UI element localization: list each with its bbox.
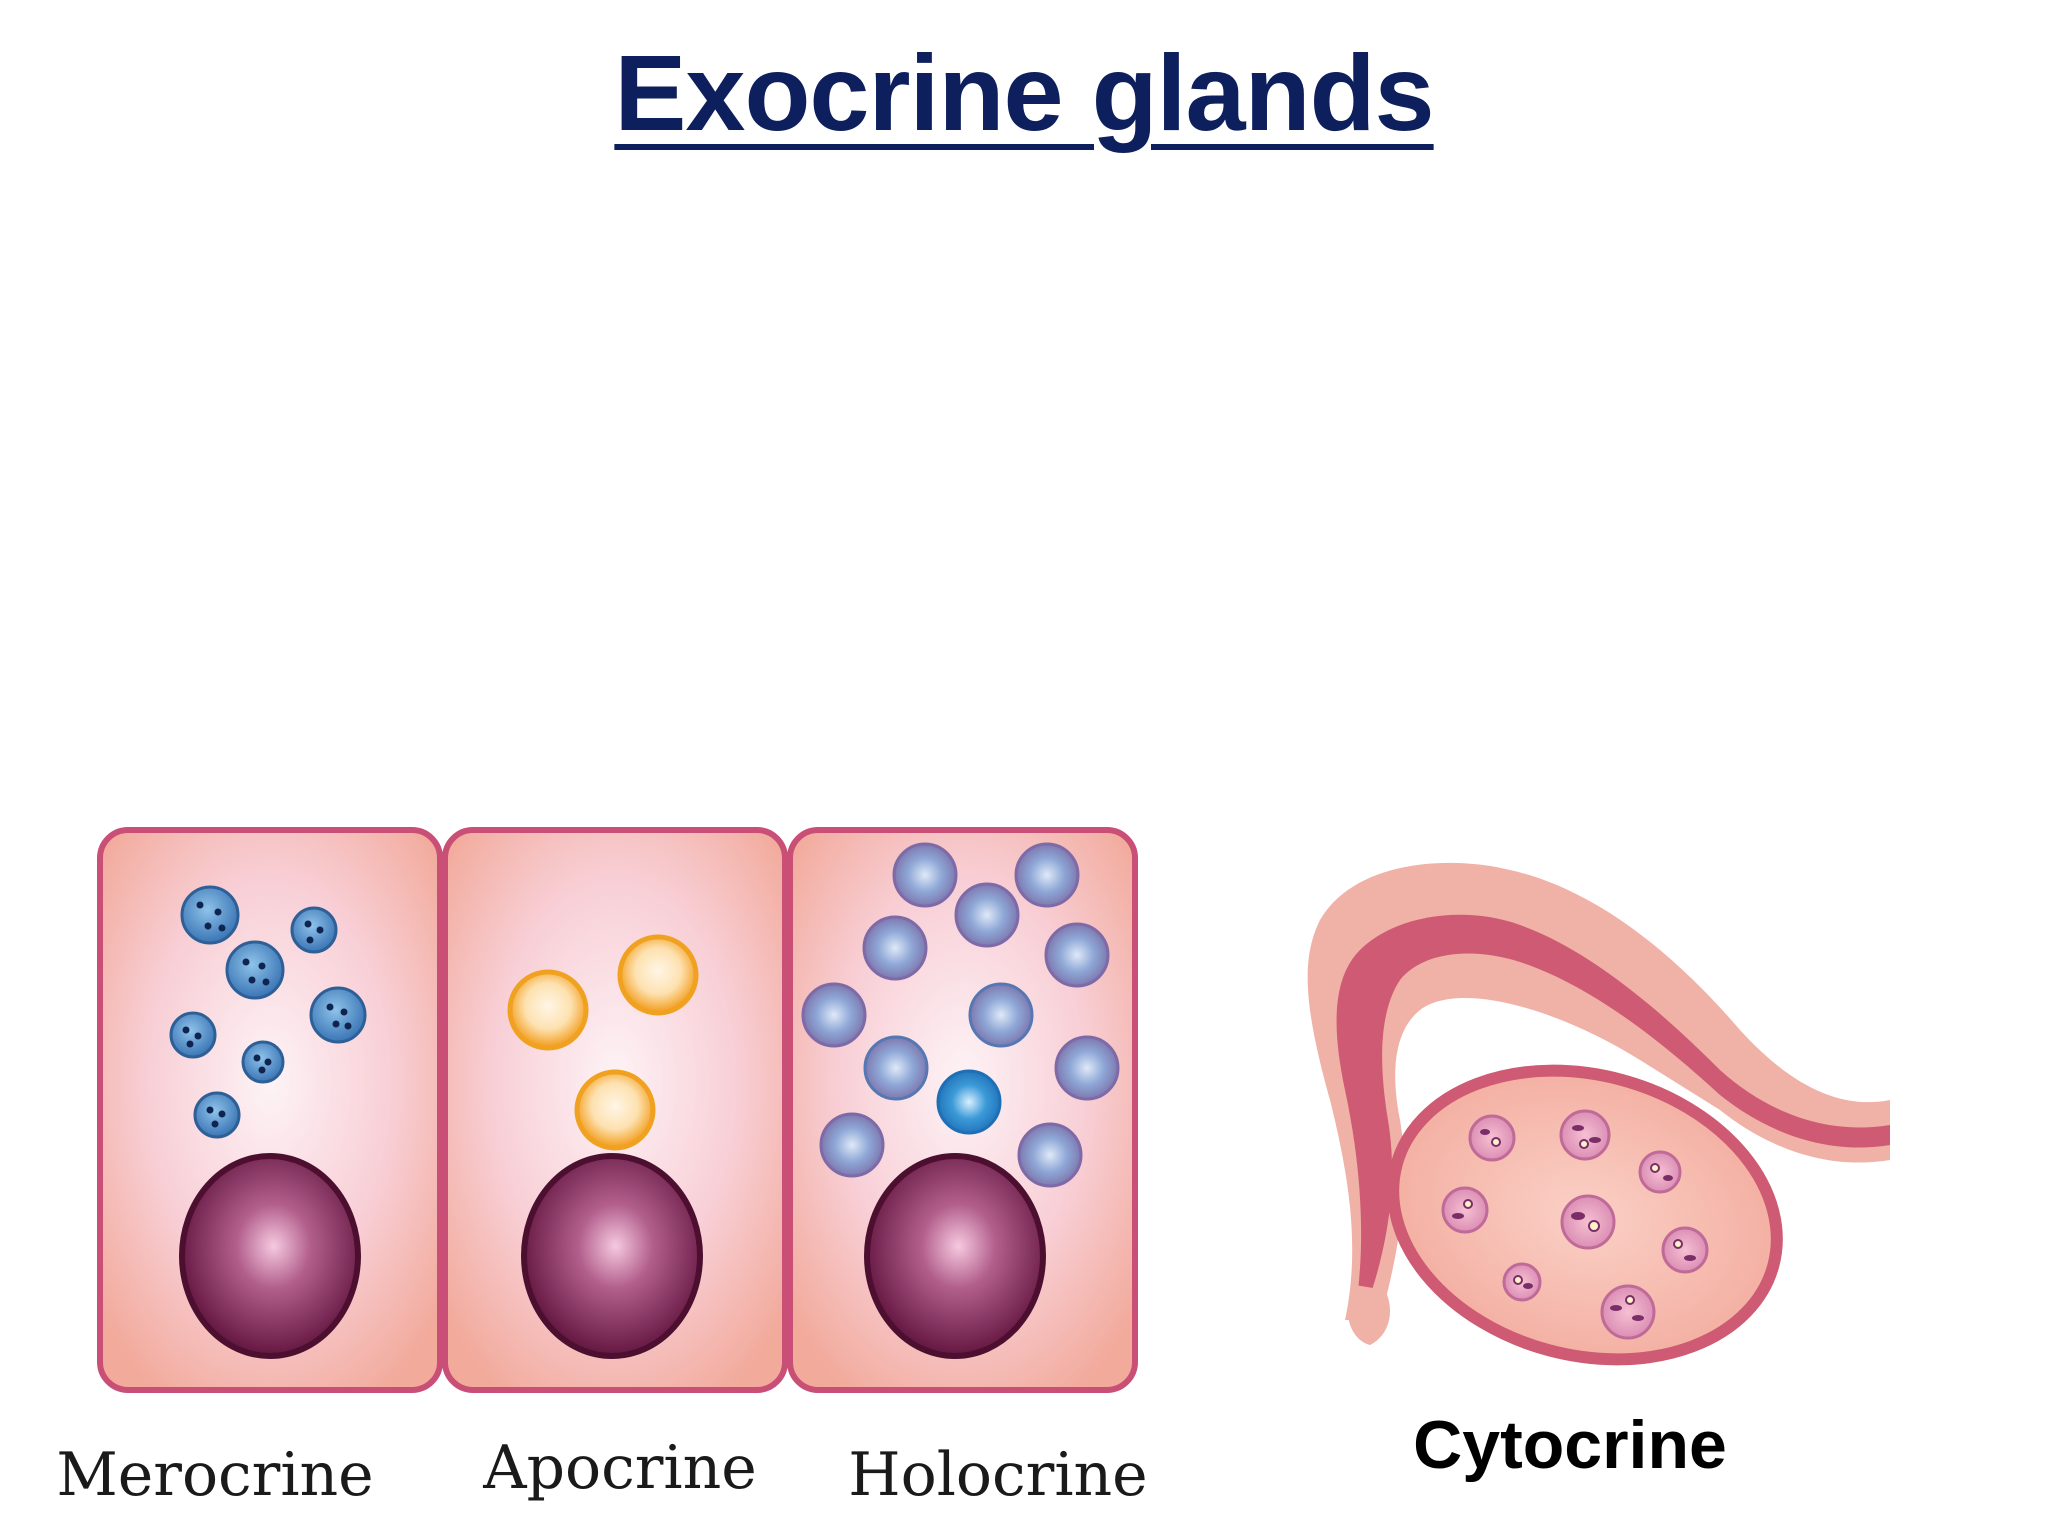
cytocrine-label: Cytocrine bbox=[1413, 1407, 1727, 1483]
holocrine-granule-icon bbox=[1044, 922, 1110, 988]
follicle-icon bbox=[1441, 1186, 1489, 1234]
follicle-icon bbox=[1600, 1284, 1656, 1340]
apocrine-label: Apocrine bbox=[482, 1433, 757, 1503]
merocrine-granule-icon bbox=[225, 940, 285, 1000]
holocrine-granules bbox=[801, 842, 1120, 1188]
apocrine-droplet-icon bbox=[507, 969, 589, 1051]
holocrine-granule-icon bbox=[954, 882, 1020, 948]
cytocrine-inner-tube bbox=[1336, 914, 1890, 1290]
holocrine-label: Holocrine bbox=[848, 1440, 1147, 1510]
holocrine-granule-icon bbox=[1017, 1122, 1083, 1188]
holocrine-granule-icon bbox=[1054, 1035, 1120, 1101]
cytocrine-fimbria bbox=[1347, 1285, 1390, 1345]
merocrine-granule-icon bbox=[309, 986, 367, 1044]
apocrine-droplets bbox=[507, 934, 699, 1151]
follicle-icon bbox=[1502, 1262, 1542, 1302]
follicle-icon bbox=[1468, 1114, 1516, 1162]
holocrine-granule-icon bbox=[819, 1112, 885, 1178]
merocrine-granule-icon bbox=[169, 1011, 217, 1059]
nucleus-icon bbox=[521, 1153, 703, 1359]
follicle-icon bbox=[1661, 1226, 1709, 1274]
merocrine-granule-icon bbox=[180, 885, 240, 945]
follicle-icon bbox=[1560, 1194, 1616, 1250]
apocrine-droplet-icon bbox=[574, 1069, 656, 1151]
page-title: Exocrine glands bbox=[614, 32, 1434, 153]
holocrine-granule-icon bbox=[862, 915, 928, 981]
holocrine-granule-icon bbox=[801, 982, 867, 1048]
merocrine-label: Merocrine bbox=[56, 1440, 373, 1510]
cytocrine-illustration bbox=[1307, 862, 1890, 1366]
merocrine-granule-icon bbox=[290, 906, 338, 954]
nucleus-icon bbox=[179, 1153, 361, 1359]
merocrine-granule-icon bbox=[193, 1091, 241, 1139]
cells-group bbox=[97, 827, 1138, 1393]
holocrine-granule-icon bbox=[968, 982, 1034, 1048]
apocrine-droplet-icon bbox=[617, 934, 699, 1016]
holocrine-granule-icon bbox=[892, 842, 958, 908]
follicle-icon bbox=[1559, 1109, 1611, 1161]
nucleus-icon bbox=[864, 1153, 1046, 1359]
merocrine-granules bbox=[169, 885, 367, 1139]
holocrine-granule-icon bbox=[863, 1035, 929, 1101]
holocrine-granule-icon bbox=[1014, 842, 1080, 908]
holocrine-granule-icon bbox=[936, 1069, 1002, 1135]
merocrine-granule-icon bbox=[241, 1040, 285, 1084]
follicle-icon bbox=[1638, 1150, 1682, 1194]
cytocrine-outer-tube bbox=[1307, 862, 1890, 1320]
